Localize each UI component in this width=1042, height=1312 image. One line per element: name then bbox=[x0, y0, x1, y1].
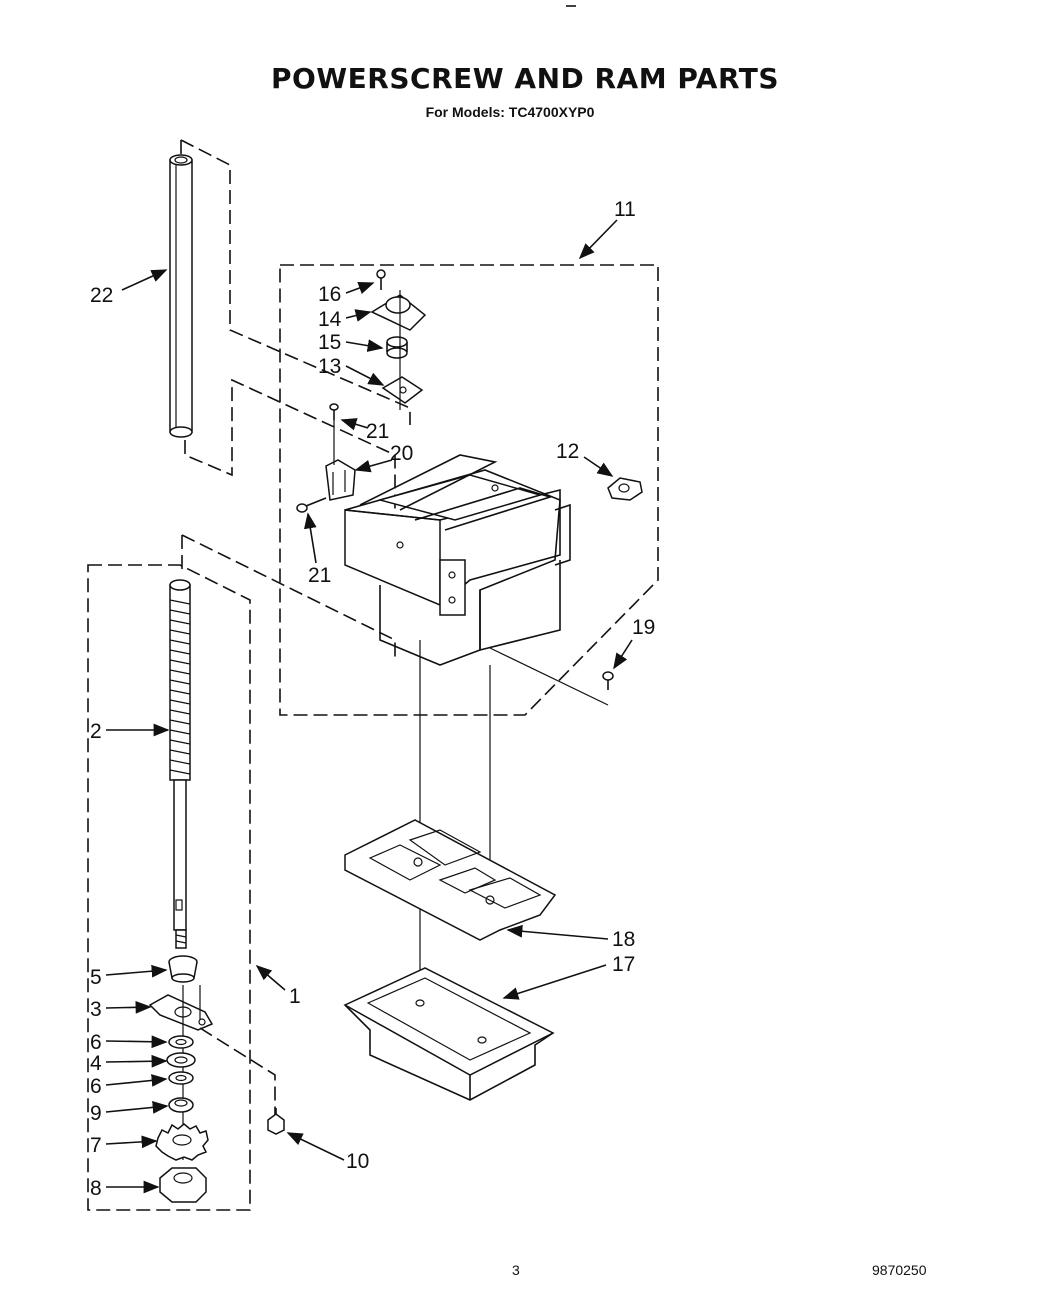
callout-3: 3 bbox=[90, 998, 102, 1021]
guide-line-22 bbox=[180, 139, 411, 545]
part-7-sprocket bbox=[155, 1123, 209, 1161]
part-11-assembly-box bbox=[279, 264, 659, 716]
part-12-clip bbox=[607, 477, 643, 501]
callout-22: 22 bbox=[90, 284, 113, 307]
guide-line-19 bbox=[489, 647, 609, 706]
callout-21-lower: 21 bbox=[308, 564, 331, 587]
part-8-nut bbox=[159, 1167, 207, 1203]
part-15-bushing bbox=[386, 336, 408, 359]
callout-10: 10 bbox=[346, 1150, 369, 1173]
part-1-assembly-box bbox=[87, 564, 251, 1211]
callout-4: 4 bbox=[90, 1052, 102, 1075]
document-number: 9870250 bbox=[872, 1262, 927, 1278]
callout-6-upper: 6 bbox=[90, 1031, 102, 1054]
callout-13: 13 bbox=[318, 355, 341, 378]
callout-9: 9 bbox=[90, 1102, 102, 1125]
part-11-housing bbox=[344, 454, 571, 666]
page-number: 3 bbox=[512, 1262, 520, 1278]
callout-2: 2 bbox=[90, 720, 102, 743]
part-10-screw bbox=[267, 1108, 285, 1135]
callout-19: 19 bbox=[632, 616, 655, 639]
part-5-bearing bbox=[168, 955, 198, 983]
part-6-washer-lower bbox=[168, 1071, 194, 1085]
part-4-gear bbox=[166, 1052, 196, 1068]
part-3-plate bbox=[148, 985, 214, 1031]
callout-5: 5 bbox=[90, 966, 102, 989]
callout-21-upper: 21 bbox=[366, 420, 389, 443]
callout-11: 11 bbox=[614, 198, 636, 221]
part-21-screw-lower bbox=[296, 497, 327, 513]
guide-line-2 bbox=[181, 534, 396, 660]
page-title: POWERSCREW AND RAM PARTS bbox=[270, 62, 780, 95]
part-18-gasket bbox=[344, 819, 557, 941]
callout-arrows bbox=[105, 219, 633, 1194]
callout-18: 18 bbox=[612, 928, 635, 951]
callout-7: 7 bbox=[90, 1134, 102, 1157]
callout-20: 20 bbox=[390, 442, 413, 465]
part-9-spacer bbox=[168, 1097, 194, 1113]
part-17-pan bbox=[343, 967, 555, 1101]
part-20-bracket bbox=[325, 420, 356, 501]
part-22-tube bbox=[169, 154, 193, 438]
part-19-screw bbox=[602, 671, 614, 690]
callout-6-lower: 6 bbox=[90, 1075, 102, 1098]
guide-line-10 bbox=[199, 1027, 276, 1115]
callout-15: 15 bbox=[318, 331, 341, 354]
part-6-washer-upper bbox=[168, 1035, 194, 1049]
callout-8: 8 bbox=[90, 1177, 102, 1200]
part-2-powerscrew bbox=[169, 579, 191, 949]
callout-16: 16 bbox=[318, 283, 341, 306]
part-21-screw-upper bbox=[329, 403, 339, 420]
part-16-screw bbox=[376, 269, 386, 290]
model-subtitle: For Models: TC4700XYP0 bbox=[425, 104, 595, 120]
callout-12: 12 bbox=[556, 440, 579, 463]
part-14-bracket bbox=[370, 294, 427, 331]
callout-1: 1 bbox=[289, 985, 301, 1008]
callout-14: 14 bbox=[318, 308, 342, 331]
callout-17: 17 bbox=[612, 953, 635, 976]
